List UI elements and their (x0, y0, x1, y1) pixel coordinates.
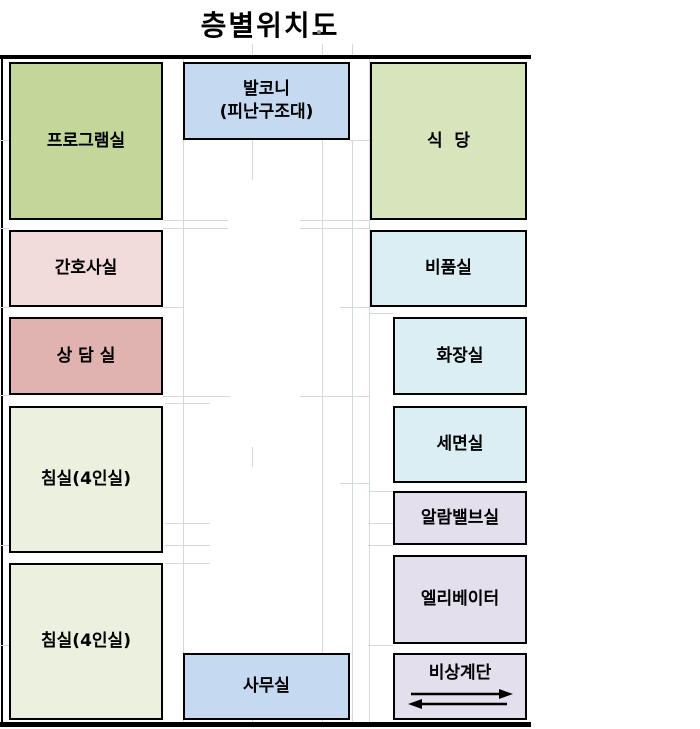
grid-line (370, 313, 393, 314)
room-elevator: 엘리베이터 (393, 555, 527, 644)
room-counseling: 상 담 실 (9, 317, 163, 395)
grid-line (163, 396, 230, 397)
arrow-right-icon (411, 688, 513, 699)
grid-line (0, 140, 9, 141)
room-label: 프로그램실 (46, 130, 126, 151)
room-label: 비품실 (425, 258, 472, 279)
room-label: 침실(4인실) (41, 469, 131, 490)
balcony-label-line2: (피난구조대) (219, 102, 314, 122)
grid-line (0, 228, 9, 229)
room-nurse: 간호사실 (9, 230, 163, 307)
bottom-border-line (0, 722, 531, 727)
page-title: 층별위치도 (200, 9, 340, 42)
grid-line (165, 523, 210, 524)
grid-line (340, 483, 370, 484)
room-alarm-valve: 알람밸브실 (393, 491, 527, 545)
grid-line (322, 140, 323, 722)
grid-line (163, 220, 228, 221)
left-border-line (1, 55, 3, 727)
balcony-label-line1: 발코니 (243, 79, 290, 100)
grid-line (252, 447, 253, 467)
grid-line (0, 395, 9, 396)
grid-line (340, 307, 370, 308)
grid-line (165, 563, 210, 564)
grid-line (0, 545, 9, 546)
room-bedroom-1: 침실(4인실) (9, 406, 163, 553)
grid-line (300, 228, 370, 229)
grid-line (0, 645, 9, 646)
grid-line (165, 403, 210, 404)
room-balcony: 발코니 (피난구조대) (183, 62, 350, 140)
grid-line (252, 140, 253, 180)
grid-line (350, 140, 370, 141)
grid-line (163, 228, 228, 229)
grid-line (163, 307, 183, 308)
top-border-line (0, 55, 531, 59)
grid-line (368, 645, 393, 646)
grid-line (165, 545, 210, 546)
room-dining: 식 당 (370, 62, 527, 220)
room-supplies: 비품실 (370, 230, 527, 307)
room-office: 사무실 (183, 653, 350, 720)
room-label: 화장실 (436, 345, 484, 366)
room-label: 침실(4인실) (41, 631, 131, 652)
room-bedroom-2: 침실(4인실) (9, 563, 163, 720)
grid-line (368, 523, 393, 524)
room-label: 간호사실 (54, 258, 118, 279)
grid-line (300, 396, 370, 397)
grid-line (300, 220, 370, 221)
grid-line (0, 307, 9, 308)
room-program: 프로그램실 (9, 62, 163, 220)
room-label: 사무실 (243, 676, 290, 697)
grid-line (352, 44, 353, 55)
grid-line (370, 491, 393, 492)
room-label: 식 당 (426, 130, 471, 151)
grid-line (352, 140, 353, 722)
room-label: 상 담 실 (56, 345, 116, 366)
room-washroom: 세면실 (393, 406, 527, 483)
room-restroom: 화장실 (393, 317, 527, 395)
grid-line (183, 59, 184, 722)
room-emergency-stairs: 비상계단 (393, 653, 527, 720)
stairs-direction-arrows (408, 688, 513, 709)
room-label: 엘리베이터 (420, 589, 500, 610)
room-label: 비상계단 (428, 663, 492, 684)
room-label: 알람밸브실 (420, 507, 500, 528)
grid-line (369, 59, 370, 722)
grid-line (252, 44, 253, 55)
arrow-left-icon (408, 698, 507, 709)
grid-line (368, 545, 393, 546)
stray-dot (317, 30, 321, 34)
grid-line (322, 44, 323, 55)
room-label: 세면실 (436, 434, 484, 455)
